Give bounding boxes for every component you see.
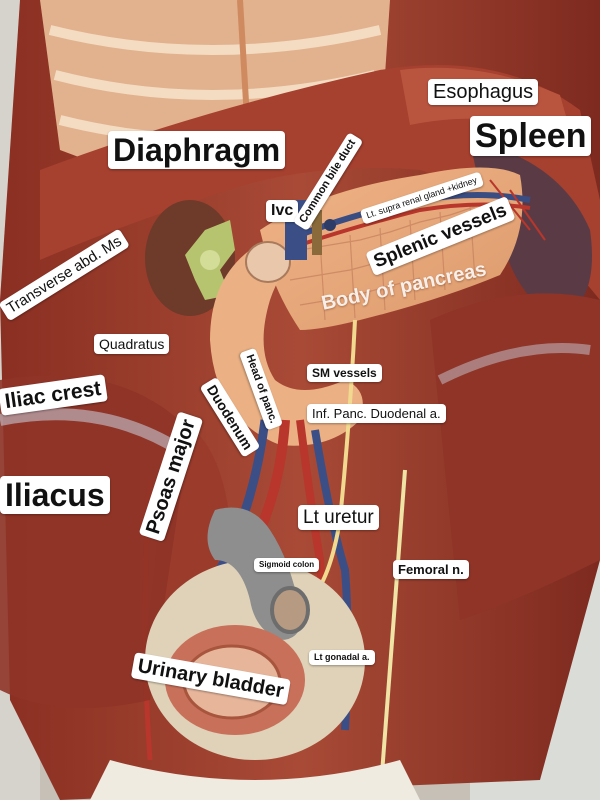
label-inf-panc-duodenal: Inf. Panc. Duodenal a. [307,404,446,423]
label-sigmoid-colon: Sigmoid colon [254,558,320,572]
label-femoral-n: Femoral n. [393,560,469,579]
label-lt-gonadal: Lt gonadal a. [309,650,375,665]
label-iliacus: Iliacus [0,476,110,514]
label-spleen: Spleen [470,116,592,156]
label-quadratus: Quadratus [94,334,170,354]
label-diaphragm: Diaphragm [108,131,286,169]
right-wall-muscle [430,293,600,620]
label-esophagus: Esophagus [428,79,539,105]
label-sm-vessels: SM vessels [307,364,382,382]
kidney-model [145,200,235,316]
label-ivc: Ivc [266,200,299,222]
stomach-cut [245,241,291,283]
iliacus-muscle [0,375,190,708]
diaphragm-region [40,65,600,300]
label-lt-uretur: Lt uretur [298,505,379,530]
duodenum-model [210,250,363,446]
femoral-nerve [378,469,407,800]
